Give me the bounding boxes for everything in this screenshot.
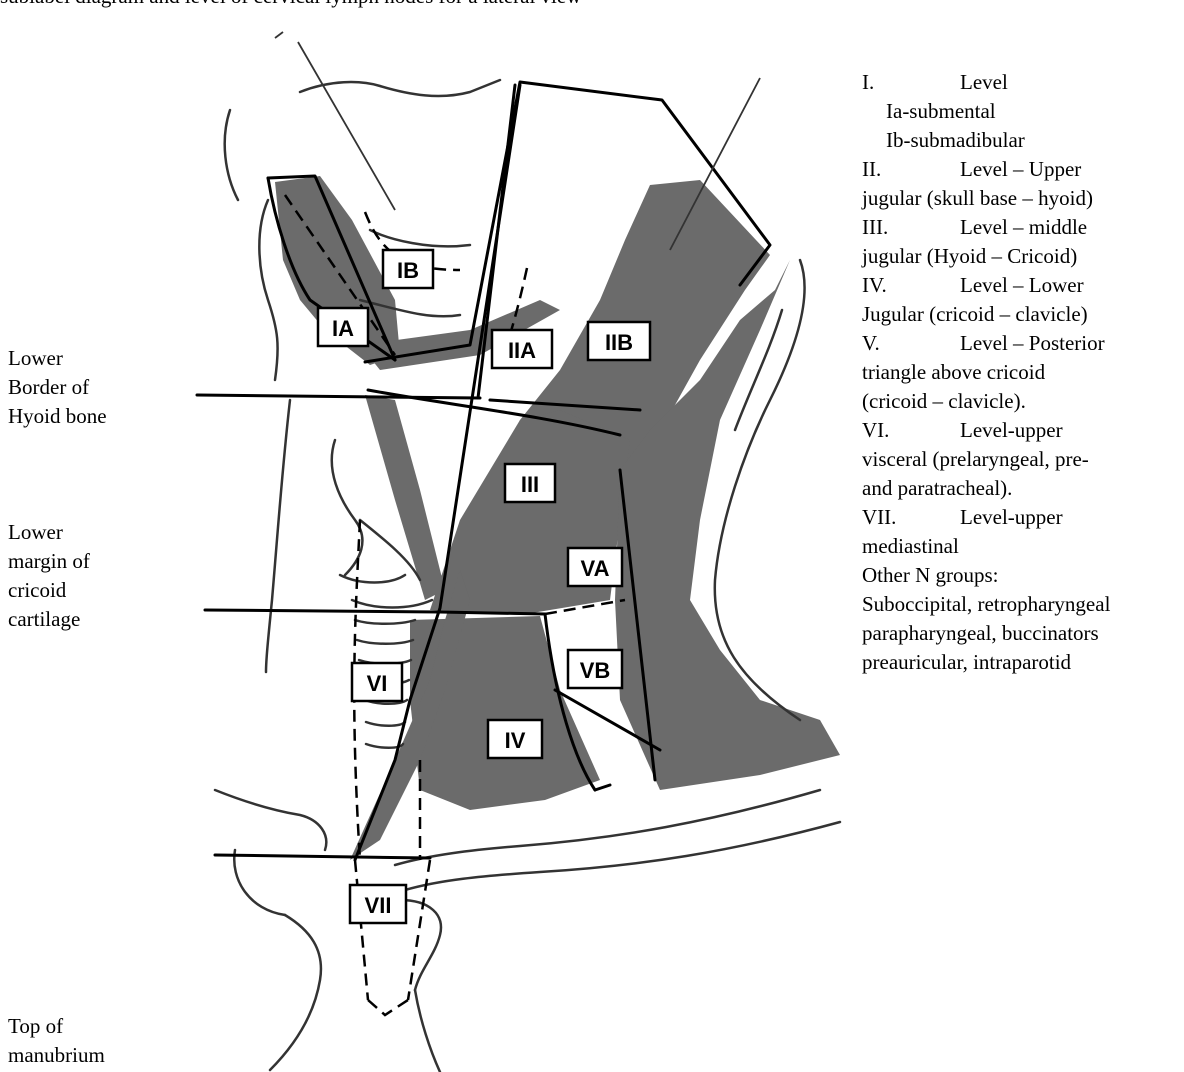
legend-other-line: parapharyngeal, buccinators: [862, 619, 1182, 648]
legend-title: Level – Lower: [960, 273, 1084, 297]
legend-title: Level-upper: [960, 418, 1063, 442]
legend-level-6: VI.Level-upper: [862, 416, 1182, 445]
zone-label-ib: IB: [383, 250, 433, 288]
legend-level-4: IV.Level – Lower: [862, 271, 1182, 300]
legend-cont: jugular (skull base – hyoid): [862, 184, 1182, 213]
svg-text:IA: IA: [332, 316, 354, 341]
legend-level-1: I.Level: [862, 68, 1182, 97]
legend-num: II.: [862, 155, 960, 184]
legend-sub: Ia-submental: [862, 97, 1182, 126]
legend-num: VII.: [862, 503, 960, 532]
legend-title: Level – Posterior: [960, 331, 1105, 355]
legend-num: V.: [862, 329, 960, 358]
legend-cont: jugular (Hyoid – Cricoid): [862, 242, 1182, 271]
svg-text:IV: IV: [505, 728, 526, 753]
legend-num: I.: [862, 68, 960, 97]
svg-text:IB: IB: [397, 258, 419, 283]
svg-text:VI: VI: [367, 671, 388, 696]
level-legend: I.Level Ia-submental Ib-submadibular II.…: [862, 68, 1182, 677]
legend-cont: and paratracheal).: [862, 474, 1182, 503]
oblique-muscle-strip: [365, 395, 445, 600]
legend-level-5: V.Level – Posterior: [862, 329, 1182, 358]
legend-num: VI.: [862, 416, 960, 445]
legend-other-title: Other N groups:: [862, 561, 1182, 590]
svg-text:III: III: [521, 472, 539, 497]
legend-title: Level: [960, 70, 1008, 94]
svg-text:VB: VB: [580, 658, 611, 683]
zone-label-vi: VI: [352, 663, 402, 701]
svg-text:VA: VA: [581, 556, 610, 581]
legend-cont: visceral (prelaryngeal, pre-: [862, 445, 1182, 474]
zone-label-ia: IA: [318, 308, 368, 346]
legend-cont: (cricoid – clavicle).: [862, 387, 1182, 416]
legend-cont: triangle above cricoid: [862, 358, 1182, 387]
legend-title: Level – middle: [960, 215, 1087, 239]
svg-text:IIA: IIA: [508, 338, 536, 363]
zone-label-iv: IV: [488, 720, 542, 758]
legend-cont: mediastinal: [862, 532, 1182, 561]
zone-label-iia: IIA: [492, 330, 552, 368]
svg-text:IIB: IIB: [605, 330, 633, 355]
legend-num: III.: [862, 213, 960, 242]
zone-label-vii: VII: [350, 885, 406, 923]
legend-num: IV.: [862, 271, 960, 300]
legend-other-line: Suboccipital, retropharyngeal: [862, 590, 1182, 619]
zone-label-iib: IIB: [588, 322, 650, 360]
svg-text:VII: VII: [365, 893, 392, 918]
zone-iv-shape: [410, 616, 600, 810]
legend-level-2: II.Level – Upper: [862, 155, 1182, 184]
legend-title: Level-upper: [960, 505, 1063, 529]
zone-label-va: VA: [568, 548, 622, 586]
zone-label-vb: VB: [568, 650, 622, 688]
legend-level-3: III.Level – middle: [862, 213, 1182, 242]
legend-other-line: preauricular, intraparotid: [862, 648, 1182, 677]
zone-label-iii: III: [505, 464, 555, 502]
legend-sub: Ib-submadibular: [862, 126, 1182, 155]
legend-level-7: VII.Level-upper: [862, 503, 1182, 532]
legend-cont: Jugular (cricoid – clavicle): [862, 300, 1182, 329]
legend-title: Level – Upper: [960, 157, 1081, 181]
